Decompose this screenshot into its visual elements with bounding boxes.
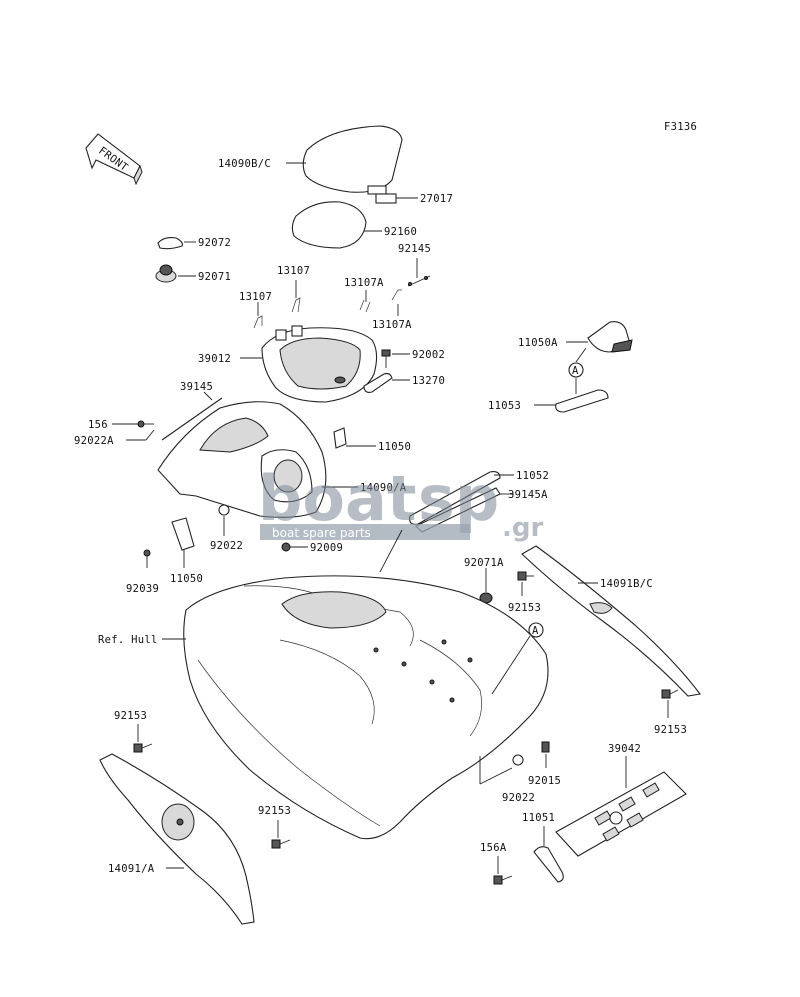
label-92022-b: 92022 — [502, 792, 535, 804]
part-92022-washer-a — [218, 504, 230, 516]
label-27017: 27017 — [420, 193, 453, 205]
part-13107a-pin-b — [391, 289, 402, 301]
label-13107a-b: 13107A — [372, 319, 412, 331]
part-92022a — [145, 429, 155, 441]
label-92039: 92039 — [126, 583, 159, 595]
label-92145: 92145 — [398, 243, 431, 255]
callout-a-top: A — [572, 365, 579, 377]
callout-a-hull: A — [532, 625, 539, 637]
part-92153-bolt-c — [133, 743, 153, 753]
part-92153-bolt-a — [517, 571, 534, 581]
label-39042: 39042 — [608, 743, 641, 755]
label-ref-hull: Ref. Hull — [98, 634, 158, 646]
part-92160-gasket — [291, 201, 367, 249]
label-13107-b: 13107 — [239, 291, 272, 303]
part-13107a-pin-a — [359, 299, 371, 313]
part-11053-bracket — [555, 389, 609, 413]
part-11050-bracket-b — [171, 517, 195, 551]
part-11052-plate — [409, 471, 501, 525]
label-13107-a: 13107 — [277, 265, 310, 277]
callout-a-hull-circle — [528, 622, 544, 638]
part-92039-screw — [143, 549, 151, 568]
label-14091bc: 14091B/C — [600, 578, 653, 590]
figure-code: F3136 — [664, 121, 697, 133]
part-13270-plate — [363, 372, 393, 393]
label-14090bc: 14090B/C — [218, 158, 271, 170]
part-92072-clip — [157, 237, 183, 250]
front-arrow-icon: FRONT — [85, 133, 143, 186]
part-92153-bolt-b — [661, 689, 679, 699]
watermark-brand-left: boat — [258, 462, 416, 535]
label-156a: 156A — [480, 842, 507, 854]
watermark-logo: boat sp .gr boat spare parts — [258, 462, 543, 543]
label-92002: 92002 — [412, 349, 445, 361]
part-92071-cap — [155, 264, 177, 283]
part-11050a-bracket — [587, 321, 633, 353]
part-156-screw — [137, 420, 154, 428]
hull-reference-outline — [183, 575, 549, 840]
label-92160: 92160 — [384, 226, 417, 238]
part-13107-pin-b — [253, 315, 263, 329]
label-156: 156 — [88, 419, 108, 431]
part-14090a-seat-base — [157, 401, 327, 518]
part-92022-washer-b — [512, 754, 524, 766]
label-39145a: 39145A — [508, 489, 548, 501]
part-39042-plate — [555, 771, 687, 857]
part-14091a-side-panel — [99, 753, 255, 925]
part-92015 — [541, 741, 550, 753]
label-92153-b: 92153 — [654, 724, 687, 736]
part-14091bc-side-panel — [521, 545, 701, 697]
label-92015: 92015 — [528, 775, 561, 787]
label-13270: 13270 — [412, 375, 445, 387]
watermark-tagline: boat spare parts — [272, 526, 371, 540]
label-92153-c: 92153 — [114, 710, 147, 722]
part-39012-storage-bucket — [261, 325, 378, 403]
part-11050-bracket-a — [333, 427, 347, 449]
callout-a-circle — [568, 362, 584, 378]
label-92009: 92009 — [310, 542, 343, 554]
label-11053: 11053 — [488, 400, 521, 412]
label-39145: 39145 — [180, 381, 213, 393]
label-11050-a: 11050 — [378, 441, 411, 453]
label-92071: 92071 — [198, 271, 231, 283]
label-14090a: 14090/A — [360, 482, 407, 494]
part-156a-screw — [493, 875, 513, 885]
part-92009 — [281, 542, 291, 552]
seat-cover-part — [302, 125, 403, 195]
part-11051-bracket — [533, 846, 564, 883]
watermark-tld: .gr — [502, 513, 543, 543]
label-92072: 92072 — [198, 237, 231, 249]
watermark-brand-right: sp — [418, 462, 499, 535]
part-92153-bolt-d — [271, 839, 291, 849]
label-92071a: 92071A — [464, 557, 504, 569]
label-92022-a: 92022 — [210, 540, 243, 552]
label-11052: 11052 — [516, 470, 549, 482]
label-92022a: 92022A — [74, 435, 114, 447]
label-11051: 11051 — [522, 812, 555, 824]
label-92153-a: 92153 — [508, 602, 541, 614]
part-92002-bolt — [381, 349, 391, 368]
label-92153-d: 92153 — [258, 805, 291, 817]
label-11050a: 11050A — [518, 337, 558, 349]
label-39012: 39012 — [198, 353, 231, 365]
part-39145-strip — [161, 397, 223, 441]
part-92145 — [407, 275, 431, 287]
label-13107a-a: 13107A — [344, 277, 384, 289]
label-11050-b: 11050 — [170, 573, 203, 585]
part-27017 — [375, 193, 397, 204]
label-14091a: 14091/A — [108, 863, 155, 875]
part-13107-pin-a — [291, 297, 301, 313]
